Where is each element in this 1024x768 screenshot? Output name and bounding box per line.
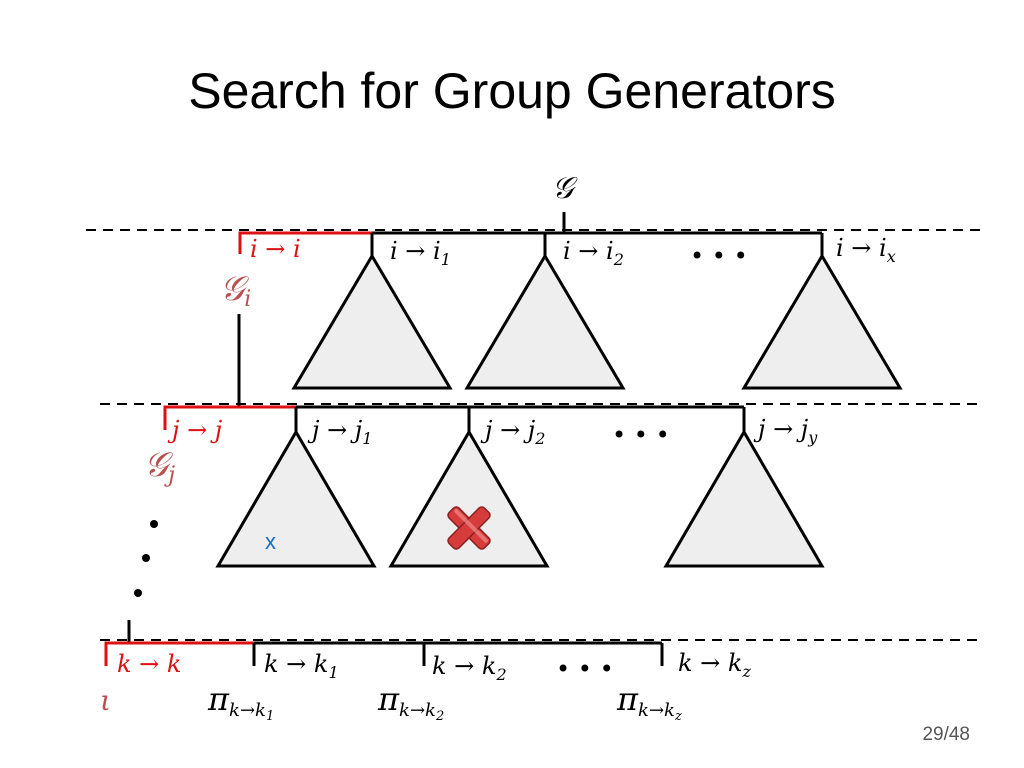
pruned-cross-icon <box>447 506 491 550</box>
subtree-triangle-i-2 <box>464 253 626 390</box>
pi-label-z: πk→kz <box>616 680 682 724</box>
pi-label-1: πk→k1 <box>207 680 274 724</box>
label-i-2: i → i2 <box>563 237 624 269</box>
vertical-dot-1 <box>150 520 158 528</box>
ellipsis-k: • • • <box>556 655 614 683</box>
label-k-z: k → kz <box>678 649 751 681</box>
label-i-1: i → i1 <box>390 237 451 269</box>
label-j-y: j → jy <box>753 415 818 447</box>
subtree-triangle-j-2 <box>388 429 550 568</box>
group-j-label: 𝒢j <box>144 445 175 488</box>
slide-title: Search for Group Generators <box>188 63 836 119</box>
bracket-j-identity <box>163 405 296 430</box>
label-j-2: j → j2 <box>480 416 545 448</box>
subtree-triangle-i-1 <box>291 253 453 390</box>
bracket-i-identity <box>238 231 372 254</box>
ellipsis-j: • • • <box>612 421 670 449</box>
label-j-identity: j → j <box>167 416 223 444</box>
iota-label: ι <box>100 684 111 717</box>
root-group-label: 𝒢 <box>552 171 578 206</box>
bracket-k-identity <box>104 641 254 666</box>
pi-label-2: πk→k2 <box>377 680 444 724</box>
vertical-dot-3 <box>134 589 142 597</box>
label-k-identity: k → k <box>117 650 181 678</box>
marker-x: x <box>265 529 276 554</box>
subtree-triangle-j-y <box>663 429 825 568</box>
subtree-triangle-i-x <box>741 253 903 390</box>
label-k-2: k → k2 <box>432 652 507 684</box>
label-j-1: j → j1 <box>307 416 372 448</box>
page-number: 29/48 <box>922 724 970 745</box>
vertical-dot-2 <box>142 554 150 562</box>
subtree-triangle-j-1 <box>215 429 377 568</box>
label-i-x: i → ix <box>836 234 896 266</box>
label-i-identity: i → i <box>250 235 301 263</box>
ellipsis-i: • • • <box>690 242 748 270</box>
group-i-label: 𝒢i <box>220 269 251 312</box>
label-k-1: k → k1 <box>264 650 339 682</box>
